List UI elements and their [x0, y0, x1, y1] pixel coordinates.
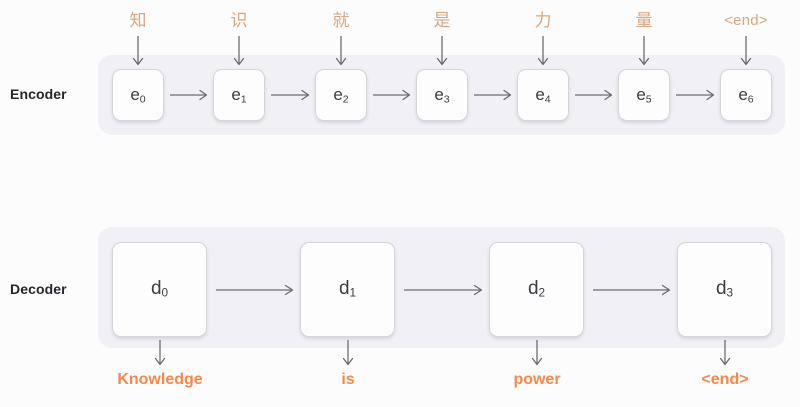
decoder-cell-d1-label: d1 [338, 278, 357, 300]
encoder-cell-e3-label: e3 [434, 84, 450, 105]
decoder-cell-d0-label: d0 [150, 278, 169, 300]
encoder-cell-e6[interactable]: e6 [720, 69, 772, 121]
encoder-cell-e5-label: e5 [636, 84, 652, 105]
decoder-cell-d3-label: d3 [715, 278, 734, 300]
encoder-input-token-6: <end> [724, 12, 768, 29]
encoder-cell-e6-label: e6 [738, 84, 754, 105]
encoder-input-token-4: 力 [534, 11, 552, 30]
encoder-cell-e2-label: e2 [333, 84, 349, 105]
decoder-cell-d1[interactable]: d1 [300, 242, 395, 337]
encoder-cell-e0-label: e0 [130, 84, 146, 105]
encoder-cell-e5[interactable]: e5 [618, 69, 670, 121]
encoder-input-token-1: 识 [230, 11, 248, 30]
encoder-input-token-0: 知 [129, 11, 147, 30]
decoder-cell-d2[interactable]: d2 [489, 242, 584, 337]
encoder-cell-e2[interactable]: e2 [315, 69, 367, 121]
encoder-cell-e3[interactable]: e3 [416, 69, 468, 121]
encoder-cell-e1[interactable]: e1 [213, 69, 265, 121]
decoder-row-label: Decoder [10, 281, 67, 297]
encoder-cell-e4[interactable]: e4 [517, 69, 569, 121]
encoder-input-token-2: 就 [332, 11, 350, 30]
decoder-panel [98, 227, 785, 348]
encoder-cell-e0[interactable]: e0 [112, 69, 164, 121]
decoder-cell-d3[interactable]: d3 [677, 242, 772, 337]
encoder-input-token-5: 量 [635, 11, 653, 30]
decoder-output-token-1: is [341, 371, 355, 388]
decoder-output-token-2: power [513, 371, 561, 388]
encoder-cell-e1-label: e1 [231, 84, 247, 105]
decoder-output-token-3: <end> [701, 371, 749, 388]
decoder-cell-d2-label: d2 [527, 278, 546, 300]
encoder-input-token-3: 是 [433, 11, 451, 30]
decoder-output-token-0: Knowledge [117, 371, 203, 388]
encoder-row-label: Encoder [10, 86, 67, 102]
decoder-cell-d0[interactable]: d0 [112, 242, 207, 337]
encoder-cell-e4-label: e4 [535, 84, 551, 105]
